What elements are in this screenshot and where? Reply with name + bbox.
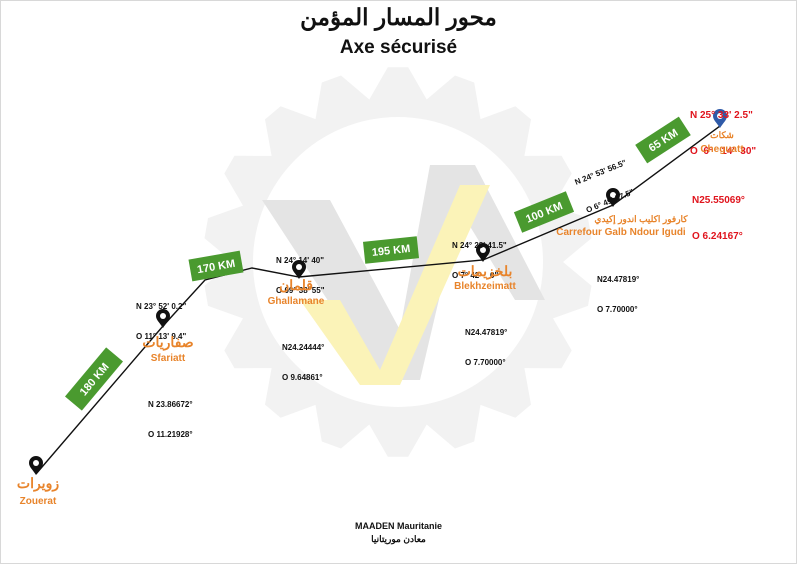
place-name-fr-ghallamane: Ghallamane <box>267 296 325 307</box>
map-pin-destination-icon[interactable] <box>713 109 727 128</box>
coord-lat: N 23.86672° <box>148 400 193 409</box>
place-coords-dms-blekhzeimatt: N 24° 28' 41.5" O 7° 42' 0" <box>452 221 507 291</box>
footer-company-ar: معادن موريتانيا <box>371 534 426 544</box>
segment-badge-bg <box>362 236 420 264</box>
place-name-fr-blekhzeimatt: Blekhzeimatt <box>454 281 516 292</box>
place-name-ar-sfariatt: صفاريات <box>142 334 194 350</box>
segment-badge-bg <box>635 116 691 164</box>
map-pin-hole <box>717 113 723 119</box>
page-title-arabic: محور المسار المؤمن <box>300 4 497 30</box>
footer-company-fr: MAADEN Mauritanie <box>354 521 442 531</box>
map-pin-icon[interactable] <box>29 456 43 475</box>
place-coords-dms-sfariatt: N 23° 52' 0.2" O 11° 13' 9.4" <box>136 282 186 352</box>
place-name-ar-carrefour: كارفور اكليب اندور إكيدي <box>594 214 688 224</box>
map-pin-hole <box>33 460 39 466</box>
watermark-gear-icon <box>204 67 592 457</box>
page-title-french: Axe sécurisé <box>339 37 458 58</box>
segment-badge-170km: 170 KM <box>188 250 244 282</box>
place-coords-dec-ghallamane: N24.24444° O 9.64861° <box>282 323 324 393</box>
map-pin-hole <box>160 313 166 319</box>
watermark-logo-yellow-stroke <box>300 185 490 385</box>
coord-lat: N24.24444° <box>282 343 325 352</box>
coord-lat: N 24° 28' 41.5" <box>452 241 507 250</box>
place-name-ar-blekhzeimatt: بلخزيمات <box>457 263 513 279</box>
place-coords-dms-cheguatt: N 25° 33' 2.5" O 6° 14' 30" <box>690 86 756 170</box>
coord-lat: N 24° 53' 56.5" <box>573 158 628 187</box>
place-name-ar-cheguatt: شكات <box>710 130 734 140</box>
coord-lon: O 6° 14' 30" <box>690 146 757 157</box>
map-pin-icon[interactable] <box>606 188 620 207</box>
coord-lon: O 09° 38' 55" <box>276 286 325 295</box>
coord-lon: O 7° 42' 0" <box>452 271 499 280</box>
coord-lon: O 6.24167° <box>692 231 743 242</box>
coord-lat: N24.47819° <box>465 328 508 337</box>
place-name-fr-carrefour: Carrefour Galb Ndour Igudi <box>556 227 686 238</box>
coord-lat: N25.55069° <box>692 195 745 206</box>
place-name-ar-ghallamane: قلمان <box>279 277 313 293</box>
place-coords-dec-blekhzeimatt: N24.47819° O 7.70000° <box>465 308 507 378</box>
segment-badge-bg <box>65 347 123 411</box>
segment-badge-bg <box>188 250 244 282</box>
map-pin-icon[interactable] <box>156 309 170 328</box>
coord-lon: O 11° 13' 9.4" <box>136 332 187 341</box>
route-line <box>35 125 721 475</box>
place-name-fr-cheguatt: Cheguatt <box>700 144 744 155</box>
segment-badge-180km: 180 KM <box>65 347 123 411</box>
place-coords-dec-carrefour: N24.47819° O 7.70000° <box>597 255 639 325</box>
coord-lat: N 24° 14' 40" <box>276 256 325 265</box>
coord-lon: O 11.21928° <box>148 430 193 439</box>
segment-distance-label: 195 KM <box>371 243 411 259</box>
coord-lon: O 9.64861° <box>282 373 323 382</box>
coord-lon: O 7.70000° <box>597 305 638 314</box>
place-coords-dec-cheguatt: N25.55069° O 6.24167° <box>692 171 745 255</box>
coord-lat: N 23° 52' 0.2" <box>136 302 187 311</box>
place-name-fr-sfariatt: Sfariatt <box>150 353 186 364</box>
map-pin-icon[interactable] <box>476 243 490 262</box>
place-coords-dec-sfariatt: N 23.86672° O 11.21928° <box>148 380 193 450</box>
watermark-logo <box>262 165 545 385</box>
place-name-fr-zouerat: Zouerat <box>19 496 57 507</box>
segment-badge-195km: 195 KM <box>362 236 420 264</box>
map-pin-icon[interactable] <box>292 260 306 279</box>
coord-lat: N24.47819° <box>597 275 640 284</box>
map-pin-hole <box>480 247 486 253</box>
coord-lon: O 7.70000° <box>465 358 506 367</box>
segment-badge-bg <box>513 191 575 233</box>
map-pin-hole <box>610 192 616 198</box>
coord-lat: N 25° 33' 2.5" <box>690 110 753 121</box>
segment-badge-65km: 65 KM <box>635 116 691 164</box>
map-pin-hole <box>296 264 302 270</box>
place-name-ar-zouerat: زويرات <box>16 475 60 491</box>
place-coords-dms-ghallamane: N 24° 14' 40" O 09° 38' 55" <box>276 236 324 306</box>
